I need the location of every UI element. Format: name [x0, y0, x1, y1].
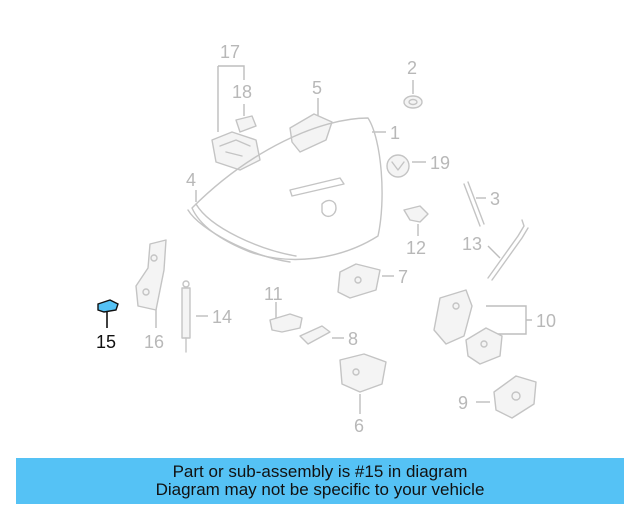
part-5-pad [289, 98, 333, 153]
callout-3: 3 [490, 189, 500, 209]
part-14-strut [181, 280, 208, 353]
part-13-rod [487, 219, 529, 281]
part-17-lamp-assembly [211, 65, 261, 171]
callout-5: 5 [312, 78, 322, 98]
part-7-latch [337, 263, 394, 299]
part-15-shape [97, 299, 119, 313]
callout-4: 4 [186, 170, 196, 190]
callout-16: 16 [144, 332, 164, 352]
callout-15: 15 [96, 332, 116, 352]
part-3-strip [463, 181, 486, 227]
info-banner: Part or sub-assembly is #15 in diagram D… [16, 458, 624, 504]
parts-diagram: 17 18 5 2 1 19 4 3 12 13 7 11 14 10 8 16… [96, 42, 556, 436]
part-10-hinge-assembly [433, 289, 532, 365]
part-4-seal [187, 190, 297, 263]
callout-11: 11 [264, 284, 283, 304]
part-1-hood [191, 117, 386, 261]
callout-1: 1 [390, 123, 400, 143]
banner-line-1: Part or sub-assembly is #15 in diagram [172, 462, 468, 481]
callout-6: 6 [354, 416, 364, 436]
part-16-hinge [135, 239, 167, 328]
callout-13: 13 [462, 234, 482, 254]
callout-7: 7 [398, 267, 408, 287]
callout-8: 8 [348, 329, 358, 349]
callout-14: 14 [212, 307, 232, 327]
callout-9: 9 [458, 393, 468, 413]
callout-18: 18 [232, 82, 252, 102]
part-12-clip [403, 205, 429, 236]
part-11-bolt [269, 302, 303, 333]
callout-12: 12 [406, 238, 426, 258]
part-15-clip [97, 299, 119, 328]
part-8-plate [299, 325, 344, 345]
callout-2: 2 [407, 58, 417, 78]
banner-line-2: Diagram may not be specific to your vehi… [155, 480, 485, 499]
part-6-lock [339, 353, 387, 414]
part-2-grommet [403, 80, 423, 109]
part-18-bulb [235, 104, 257, 133]
callout-10: 10 [536, 311, 556, 331]
part-19-emblem [386, 154, 426, 178]
part-9-actuator [476, 375, 537, 419]
callout-19: 19 [430, 153, 450, 173]
callout-17: 17 [220, 42, 240, 62]
